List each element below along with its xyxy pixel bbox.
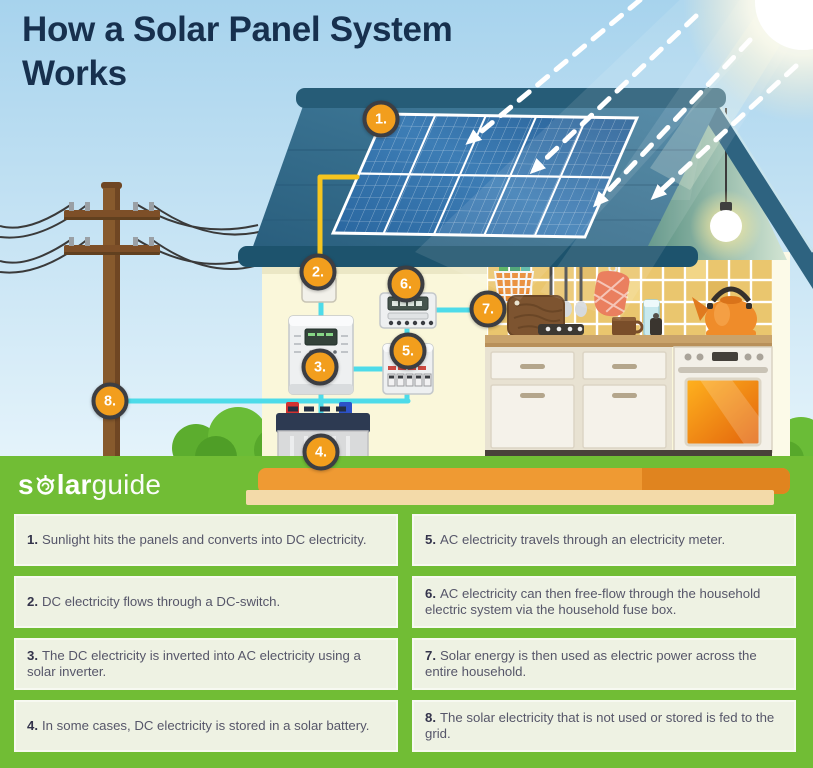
kitchen — [485, 258, 773, 472]
diagram-marker-1: 1. — [362, 100, 400, 138]
step-text: 6.AC electricity can then free-flow thro… — [425, 585, 761, 618]
glass-and-grinder — [643, 299, 662, 337]
step-text: 8.The solar electricity that is not used… — [425, 709, 775, 742]
solarguide-logo: s lar guide — [18, 468, 161, 502]
marker-label: 5. — [401, 343, 415, 359]
diagram-marker-5: 5. — [389, 332, 427, 370]
logo-text-lar: lar — [56, 469, 92, 500]
oven-mitt — [593, 263, 630, 317]
roof-right-slope — [701, 86, 813, 289]
logo-text-guide: guide — [91, 469, 162, 500]
step-box-8: 8.The solar electricity that is not used… — [412, 700, 796, 752]
sun-swirl-icon — [36, 474, 55, 495]
cabinets — [485, 347, 672, 452]
step-descriptions: 1.Sunlight hits the panels and converts … — [14, 514, 796, 752]
step-text: 1.Sunlight hits the panels and converts … — [27, 531, 367, 547]
step-text: 4.In some cases, DC electricity is store… — [27, 717, 370, 733]
sunlight-arrows — [465, 0, 799, 208]
oven-range — [673, 346, 773, 453]
step-box-2: 2.DC electricity flows through a DC-swit… — [14, 576, 398, 628]
dc-wire-yellow — [317, 174, 360, 271]
page-title: How a Solar Panel System Works — [22, 10, 453, 94]
step-number: 6. — [425, 585, 436, 601]
step-text: 3.The DC electricity is inverted into AC… — [27, 647, 361, 680]
step-number: 7. — [425, 647, 436, 663]
step-number: 1. — [27, 531, 38, 547]
step-box-1: 1.Sunlight hits the panels and converts … — [14, 514, 398, 566]
marker-label: 2. — [311, 264, 325, 280]
step-number: 4. — [27, 717, 38, 733]
roof-eave — [238, 246, 698, 267]
marker-label: 8. — [103, 393, 117, 409]
step-box-4: 4.In some cases, DC electricity is store… — [14, 700, 398, 752]
diagram-marker-2: 2. — [299, 253, 337, 291]
house-foundation — [246, 468, 790, 505]
step-box-5: 5.AC electricity travels through an elec… — [412, 514, 796, 566]
step-text: 7.Solar energy is then used as electric … — [425, 647, 757, 680]
marker-label: 1. — [374, 111, 388, 127]
diagram-marker-3: 3. — [301, 348, 339, 386]
light-bulb — [710, 210, 742, 242]
step-text: 5.AC electricity travels through an elec… — [425, 531, 726, 547]
logo-text-s: s — [18, 469, 34, 500]
diagram-marker-4: 4. — [302, 433, 340, 471]
solar-panel — [330, 112, 640, 239]
marker-label: 4. — [314, 444, 328, 460]
fuse-box — [379, 292, 437, 329]
diagram-marker-7: 7. — [469, 290, 507, 328]
marker-label: 6. — [399, 276, 413, 292]
marker-label: 3. — [313, 359, 327, 375]
step-number: 5. — [425, 531, 436, 547]
step-box-3: 3.The DC electricity is inverted into AC… — [14, 638, 398, 690]
step-box-7: 7.Solar energy is then used as electric … — [412, 638, 796, 690]
step-number: 3. — [27, 647, 38, 663]
sun — [415, 0, 813, 320]
countertop — [485, 335, 772, 344]
pole-insulators — [69, 202, 154, 246]
hanging-basket — [493, 262, 535, 303]
step-box-6: 6.AC electricity can then free-flow thro… — [412, 576, 796, 628]
counter-grill — [538, 324, 584, 335]
step-text: 2.DC electricity flows through a DC-swit… — [27, 593, 281, 609]
mug — [612, 317, 644, 336]
plinth — [485, 450, 772, 460]
diagram-marker-6: 6. — [387, 265, 425, 303]
step-number: 2. — [27, 593, 38, 609]
diagram-marker-8: 8. — [91, 382, 129, 420]
step-number: 8. — [425, 709, 436, 725]
marker-label: 7. — [481, 301, 495, 317]
